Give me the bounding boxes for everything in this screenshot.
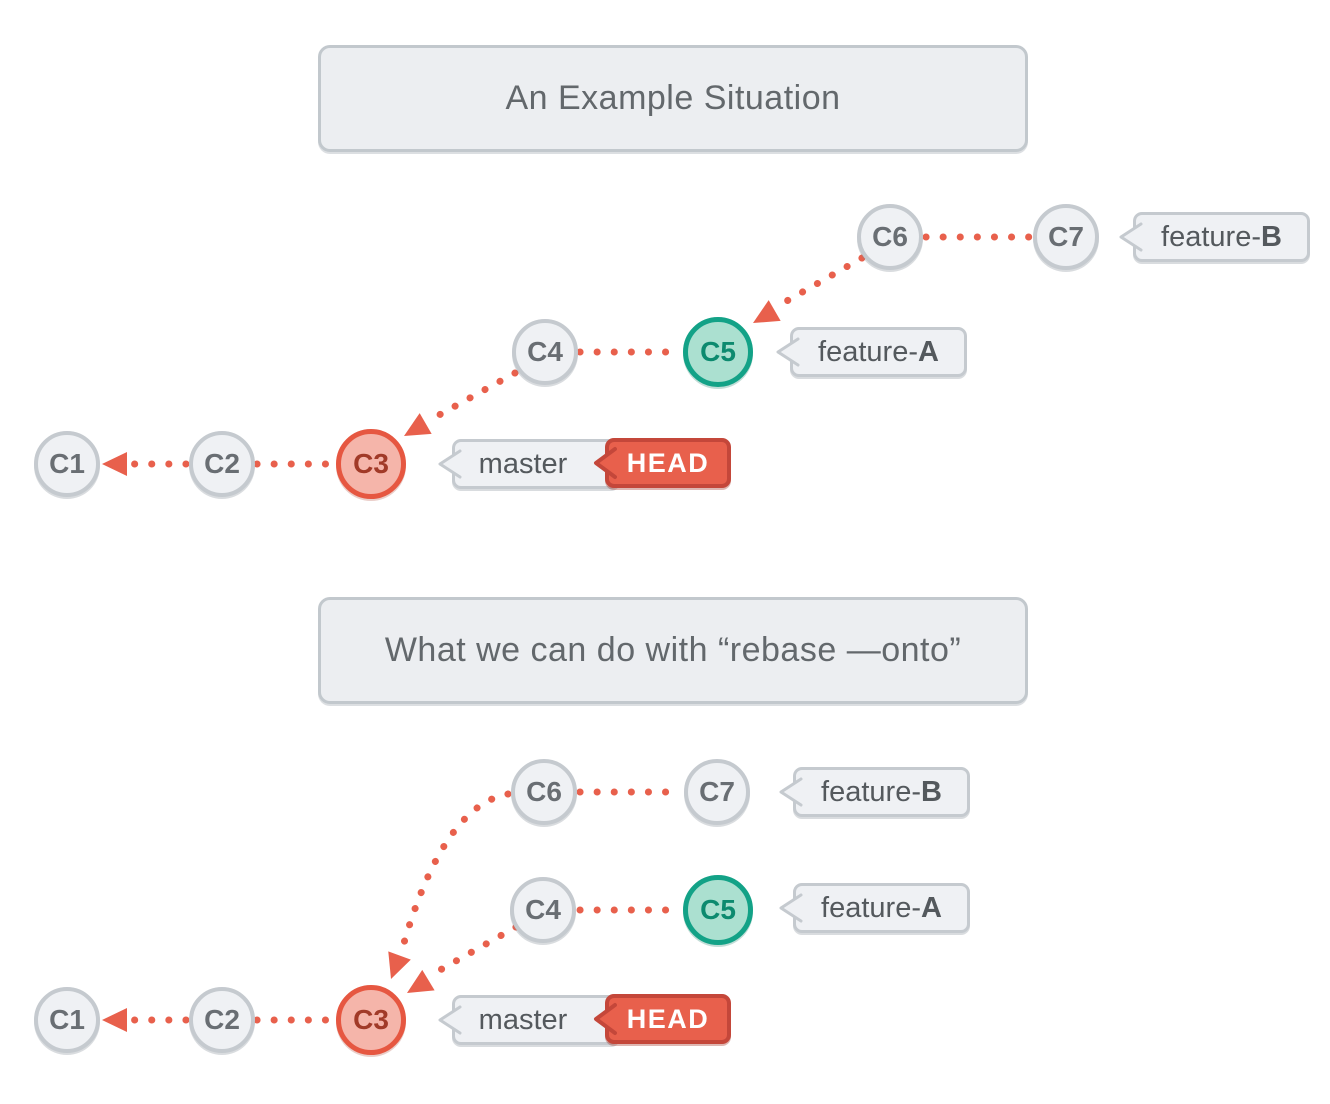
branch-label-master: master bbox=[438, 439, 620, 489]
branch-label-feature-b: feature-B bbox=[1119, 212, 1310, 262]
commit2-node-c4: C4 bbox=[510, 877, 576, 943]
label-tail-icon bbox=[779, 777, 803, 807]
branch-name: feature- bbox=[818, 335, 918, 368]
title-box-rebase-onto: What we can do with “rebase —onto” bbox=[318, 597, 1028, 704]
label-tail-icon bbox=[779, 893, 803, 923]
branch2-label-master: master bbox=[438, 995, 620, 1045]
commit-node-c3-highlight: C3 bbox=[336, 429, 406, 499]
commit2-node-c1: C1 bbox=[34, 987, 100, 1053]
branch-name: feature- bbox=[1161, 220, 1261, 253]
label-tail-icon bbox=[438, 1005, 462, 1035]
branch-name: feature- bbox=[821, 891, 921, 924]
arrowhead-icon bbox=[407, 969, 435, 993]
commit-node-c6: C6 bbox=[857, 204, 923, 270]
commit-node-c2: C2 bbox=[189, 431, 255, 497]
arrowhead-icon bbox=[388, 951, 411, 979]
branch-name-emph: A bbox=[918, 335, 939, 368]
arrowhead-icon bbox=[102, 452, 127, 476]
commit-label: C2 bbox=[204, 448, 240, 479]
commit2-node-c5-highlight: C5 bbox=[683, 875, 753, 945]
commit-label: C1 bbox=[49, 448, 85, 479]
commit-label: C3 bbox=[353, 448, 389, 479]
label-tail-icon bbox=[438, 449, 462, 479]
edge-c4-c3 bbox=[426, 369, 519, 424]
head-tail-icon bbox=[594, 447, 617, 479]
commit2-node-c2: C2 bbox=[189, 987, 255, 1053]
commit-label: C2 bbox=[204, 1004, 240, 1035]
branch-name-emph: A bbox=[921, 891, 942, 924]
head-tail-icon bbox=[594, 1003, 617, 1035]
commit-label: C6 bbox=[526, 776, 562, 807]
label-tail-icon bbox=[1119, 222, 1143, 252]
branch-name: master bbox=[478, 447, 568, 480]
branch2-label-feature-a: feature-A bbox=[779, 883, 970, 933]
head2-tag: HEAD bbox=[594, 994, 731, 1044]
branch-label-feature-a: feature-A bbox=[776, 327, 967, 377]
label-tail-icon bbox=[776, 337, 800, 367]
commit-label: C7 bbox=[699, 776, 735, 807]
edge2-c6-c3 bbox=[396, 790, 512, 961]
head-tag: HEAD bbox=[594, 438, 731, 488]
arrowhead-icon bbox=[753, 300, 781, 323]
commit-label: C7 bbox=[1048, 221, 1084, 252]
commit-node-c4: C4 bbox=[512, 319, 578, 385]
branch-name-emph: B bbox=[1261, 220, 1282, 253]
commit-node-c7: C7 bbox=[1033, 204, 1099, 270]
commit-label: C4 bbox=[525, 894, 561, 925]
commit-label: C3 bbox=[353, 1004, 389, 1035]
commit2-node-c7: C7 bbox=[684, 759, 750, 825]
branch-name: feature- bbox=[821, 775, 921, 808]
title-text: An Example Situation bbox=[505, 79, 841, 117]
arrowhead-icon bbox=[404, 413, 432, 436]
edge2-c4-c3 bbox=[429, 923, 520, 978]
branch-name: master bbox=[478, 1003, 568, 1036]
commit-label: C5 bbox=[700, 336, 736, 367]
commit-label: C1 bbox=[49, 1004, 85, 1035]
commit2-node-c3-highlight: C3 bbox=[336, 985, 406, 1055]
commit-label: C4 bbox=[527, 336, 563, 367]
title-text: What we can do with “rebase —onto” bbox=[384, 631, 962, 669]
commit-node-c5-highlight: C5 bbox=[683, 317, 753, 387]
commit2-node-c6: C6 bbox=[511, 759, 577, 825]
head-label: HEAD bbox=[626, 1003, 710, 1034]
edge-c6-c5 bbox=[774, 254, 866, 310]
branch-name-emph: B bbox=[921, 775, 942, 808]
branch2-label-feature-b: feature-B bbox=[779, 767, 970, 817]
arrowhead-icon bbox=[102, 1008, 127, 1032]
head-label: HEAD bbox=[626, 447, 710, 478]
title-box-example-situation: An Example Situation bbox=[318, 45, 1028, 152]
commit-label: C6 bbox=[872, 221, 908, 252]
commit-label: C5 bbox=[700, 894, 736, 925]
commit-node-c1: C1 bbox=[34, 431, 100, 497]
